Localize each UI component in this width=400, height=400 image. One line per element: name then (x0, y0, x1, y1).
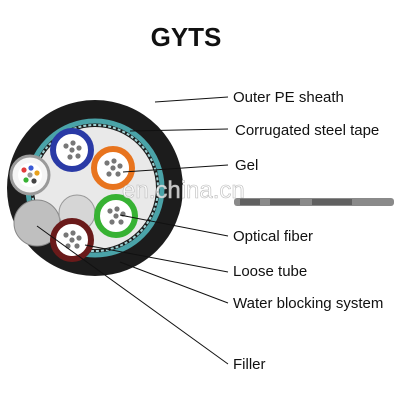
label-water-blocking-system: Water blocking system (233, 295, 383, 312)
leader-outer-pe-sheath (154, 96, 229, 103)
loose-tube-blue (50, 128, 94, 172)
watermark-slogan-blur (234, 198, 394, 206)
leader-corrugated-steel-tape (129, 128, 229, 132)
label-optical-fiber: Optical fiber (233, 228, 313, 245)
loose-tube-white (9, 154, 51, 196)
label-loose-tube: Loose tube (233, 263, 307, 280)
leader-gel (122, 164, 229, 173)
label-filler: Filler (233, 356, 266, 373)
leader-filler (36, 225, 229, 365)
label-corrugated-steel-tape: Corrugated steel tape (235, 122, 379, 139)
leader-optical-fiber (119, 214, 229, 237)
watermark-text: en.china.cn (122, 177, 245, 204)
leader-loose-tube (84, 244, 229, 273)
diagram-title: GYTS (151, 22, 222, 52)
leader-lines (36, 96, 229, 365)
loose-tube-green (94, 194, 138, 238)
loose-tube-orange (91, 146, 135, 190)
loose-tube-brown (50, 218, 94, 262)
label-outer-pe-sheath: Outer PE sheath (233, 89, 344, 106)
label-gel: Gel (235, 157, 258, 174)
leader-water-blocking-system (119, 261, 229, 304)
cable-cross-section (7, 100, 183, 276)
